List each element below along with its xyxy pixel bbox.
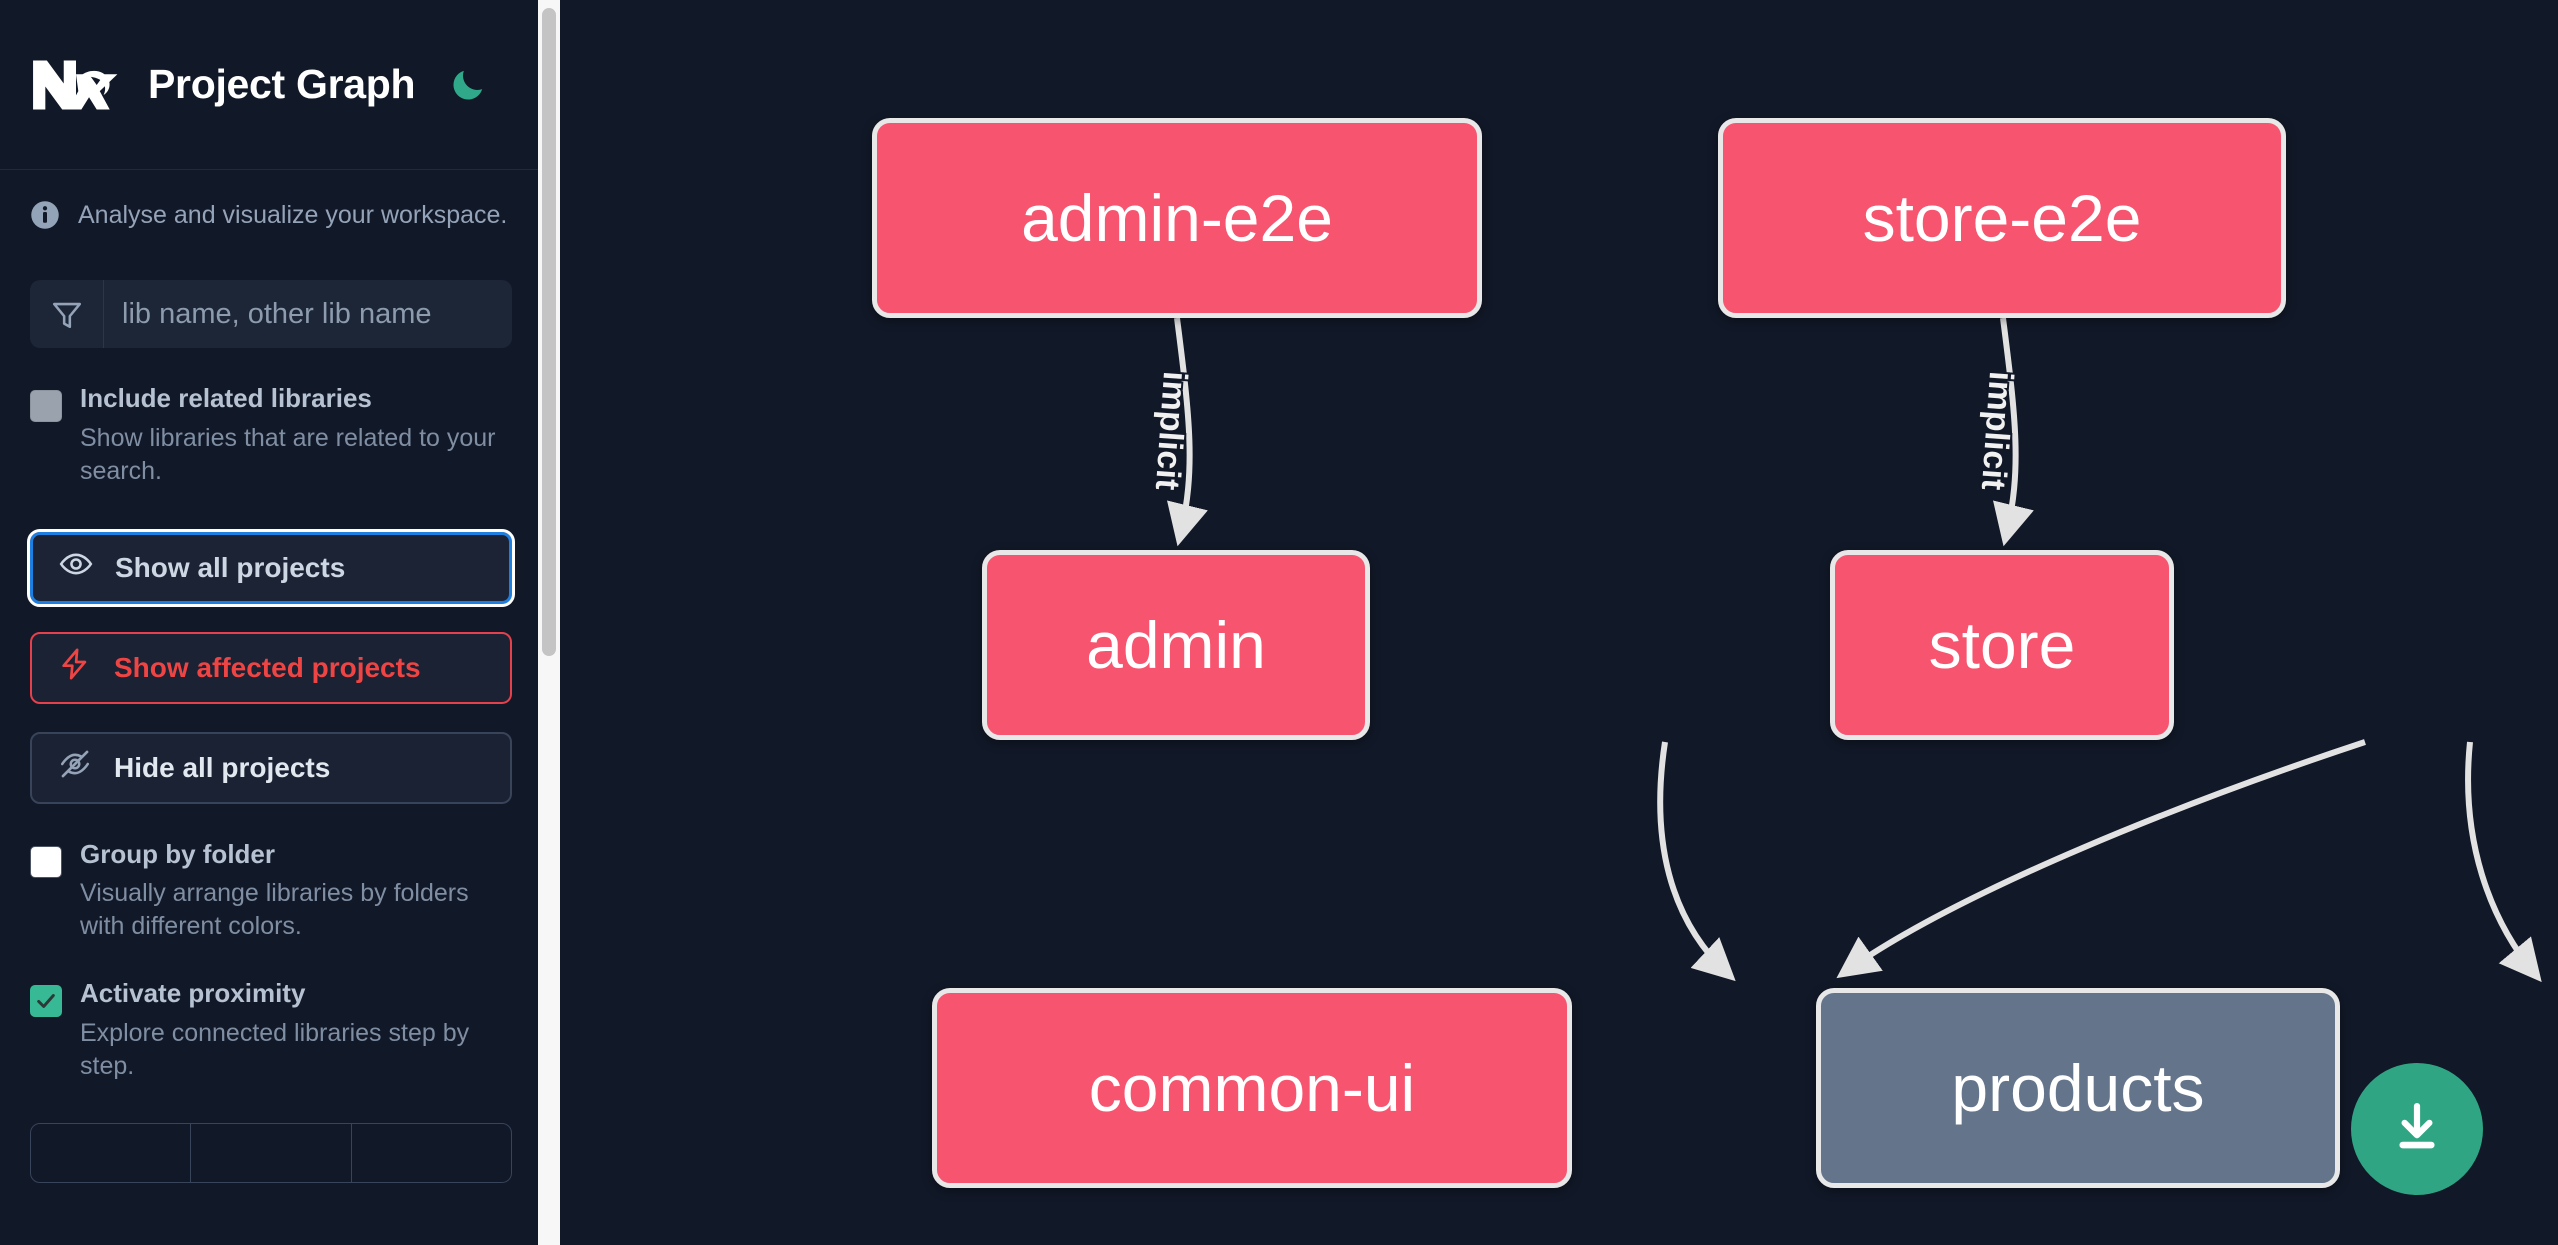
graph-node-label: admin-e2e (1021, 181, 1333, 255)
graph-node-label: products (1951, 1051, 2205, 1125)
project-graph-canvas[interactable]: implicit implicit admin-e2e store-e2e ad… (560, 0, 2558, 1245)
graph-node-label: admin (1086, 608, 1266, 682)
activate-proximity-checkbox[interactable] (30, 985, 62, 1018)
hide-all-projects-label: Hide all projects (114, 751, 331, 783)
edge-admin-to-common-ui (1657, 741, 1736, 982)
graph-node-label: store-e2e (1862, 181, 2142, 255)
proximity-step-button-group[interactable] (30, 1122, 512, 1183)
group-by-folder-label: Group by folder (80, 838, 275, 869)
sidebar: Project Graph Analyse and visualize your… (0, 0, 560, 1245)
include-related-libraries-text: Include related libraries Show libraries… (80, 384, 512, 488)
moon-icon[interactable] (447, 64, 489, 106)
graph-edges: implicit implicit (1146, 317, 2542, 983)
eye-off-icon (58, 747, 92, 788)
info-icon (30, 200, 60, 230)
include-related-libraries-checkbox[interactable] (30, 390, 62, 422)
project-visibility-buttons: Show all projects Show affected projects (27, 528, 515, 804)
proximity-step-segment[interactable] (31, 1123, 192, 1182)
edge-store-e2e-to-store (1993, 317, 2034, 547)
graph-node-store-e2e[interactable]: store-e2e (1718, 118, 2286, 318)
sidebar-body: Include related libraries Show libraries… (0, 280, 542, 1183)
activate-proximity-description: Explore connected libraries step by step… (80, 1018, 470, 1080)
activate-proximity-text: Activate proximity Explore connected lib… (80, 979, 512, 1083)
graph-node-store[interactable]: store (1830, 550, 2174, 740)
edge-store-to-common-ui (1836, 739, 2366, 979)
sidebar-scrollbar-track[interactable] (538, 0, 560, 1245)
show-affected-projects-label: Show affected projects (114, 651, 421, 683)
graph-node-label: store (1928, 608, 2076, 682)
activate-proximity-label: Activate proximity (80, 978, 306, 1009)
filter-box (30, 280, 512, 348)
sidebar-tagline: Analyse and visualize your workspace. (0, 170, 542, 230)
graph-node-common-ui[interactable]: common-ui (932, 988, 1572, 1188)
graph-node-products[interactable]: products (1816, 988, 2340, 1188)
edge-label-implicit-admin: implicit (1148, 370, 1194, 491)
sidebar-tagline-text: Analyse and visualize your workspace. (78, 200, 508, 229)
sidebar-scroll-area: Project Graph Analyse and visualize your… (0, 0, 542, 1245)
check-icon (37, 994, 55, 1009)
eye-icon (59, 547, 93, 588)
show-all-projects-label: Show all projects (115, 551, 346, 583)
group-by-folder-checkbox[interactable] (30, 845, 62, 878)
edge-admin-e2e-to-admin (1167, 317, 1208, 547)
include-related-libraries-label: Include related libraries (80, 383, 372, 413)
nx-logo (30, 54, 122, 116)
sidebar-scrollbar-thumb[interactable] (542, 8, 556, 656)
show-affected-projects-button[interactable]: Show affected projects (30, 631, 512, 704)
checkbox-row-activate-proximity[interactable]: Activate proximity Explore connected lib… (30, 979, 512, 1083)
page-title: Project Graph (148, 61, 416, 107)
edge-store-to-products (2465, 741, 2542, 983)
proximity-step-segment[interactable] (191, 1123, 352, 1182)
graph-node-admin[interactable]: admin (982, 550, 1370, 740)
search-input[interactable] (104, 280, 512, 348)
bolt-icon (58, 647, 92, 688)
edge-label-implicit-store: implicit (1974, 370, 2020, 491)
hide-all-projects-button[interactable]: Hide all projects (30, 731, 512, 804)
proximity-step-segment[interactable] (352, 1124, 511, 1182)
graph-node-admin-e2e[interactable]: admin-e2e (872, 118, 1482, 318)
graph-node-label: common-ui (1088, 1051, 1416, 1125)
download-icon (2386, 1097, 2448, 1162)
checkbox-row-include-related-libraries[interactable]: Include related libraries Show libraries… (30, 384, 512, 488)
funnel-icon (30, 280, 104, 348)
show-all-projects-button[interactable]: Show all projects (27, 528, 515, 607)
sidebar-header: Project Graph (0, 0, 542, 170)
group-by-folder-text: Group by folder Visually arrange librari… (80, 838, 512, 944)
include-related-libraries-description: Show libraries that are related to your … (80, 423, 496, 485)
group-by-folder-description: Visually arrange libraries by folders wi… (80, 879, 469, 941)
checkbox-row-group-by-folder[interactable]: Group by folder Visually arrange librari… (30, 838, 512, 944)
download-graph-button[interactable] (2351, 1063, 2483, 1195)
